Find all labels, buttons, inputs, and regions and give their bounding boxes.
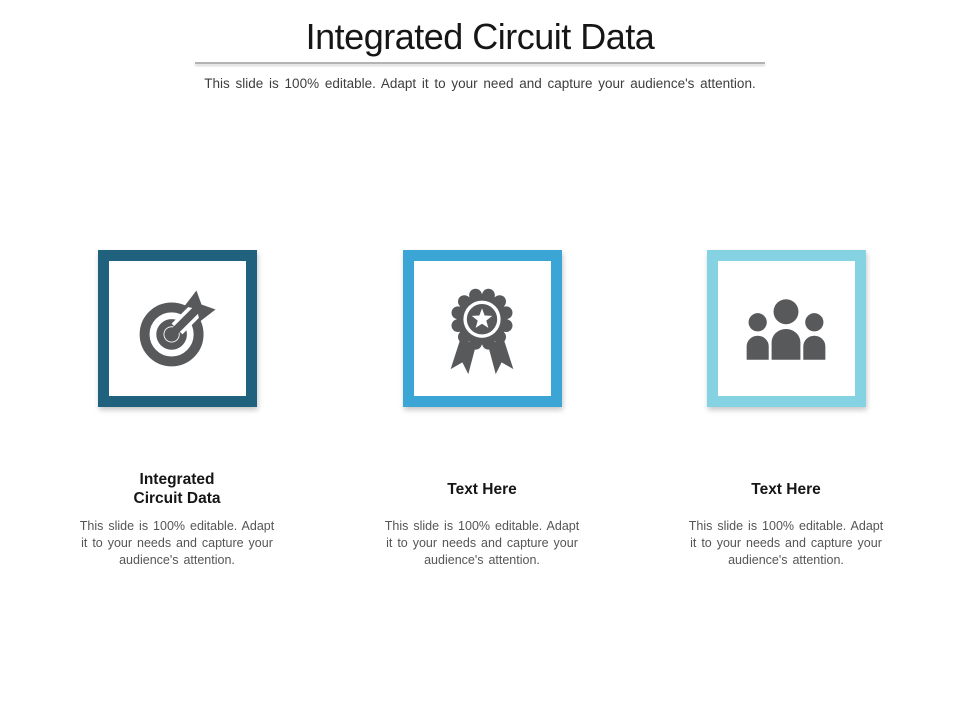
item-heading: Integrated Circuit Data [133,471,221,507]
item-column-people: Text Here This slide is 100% editable. A… [671,250,901,569]
target-icon [139,284,222,366]
item-description: This slide is 100% editable. Adapt it to… [384,519,580,567]
title-divider [195,62,765,64]
item-column-target: Integrated Circuit Data This slide is 10… [62,250,292,569]
icon-frame-people [706,250,866,407]
icon-frame-target [97,250,257,407]
medal-icon [450,288,514,374]
slide-title: Integrated Circuit Data [305,16,655,57]
icon-frame-medal [402,250,562,407]
item-description: This slide is 100% editable. Adapt it to… [688,519,884,567]
item-description: This slide is 100% editable. Adapt it to… [79,519,275,567]
item-heading: Text Here [751,480,821,498]
item-heading: Text Here [447,480,517,498]
slide-subtitle: This slide is 100% editable. Adapt it to… [204,76,756,91]
item-column-medal: Text Here This slide is 100% editable. A… [367,250,597,569]
people-icon [746,298,826,360]
